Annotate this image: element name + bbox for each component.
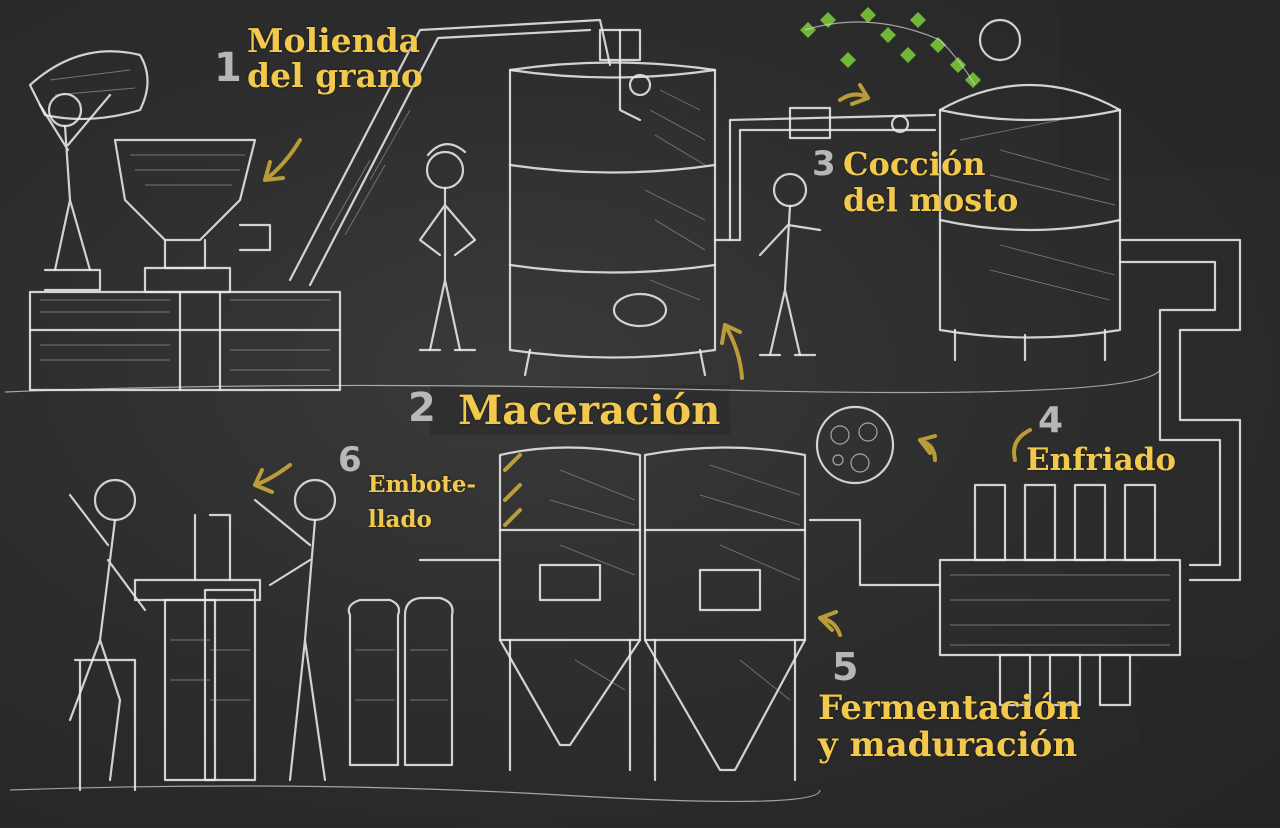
step-number-4: 4 xyxy=(1038,400,1064,441)
person-icon xyxy=(68,478,147,792)
step-title-enfriado: Enfriado xyxy=(1026,444,1176,477)
step-title-line: Fermentación xyxy=(818,688,1081,728)
boil-kettle-icon xyxy=(938,18,1122,362)
step-title-molienda: Molienda del grano xyxy=(247,21,423,95)
person-icon xyxy=(38,92,112,292)
flow-arrows xyxy=(253,83,1032,637)
step-title-line: Embote- xyxy=(368,471,477,498)
step-title-maceracion: Maceración xyxy=(458,390,720,432)
grain-sack-icon xyxy=(28,50,149,121)
fermenter-icon xyxy=(643,446,807,782)
step-title-line: y maduración xyxy=(818,725,1078,766)
step-number-6: 6 xyxy=(338,440,362,480)
person-icon xyxy=(758,172,822,357)
step-title-line: Molienda xyxy=(247,21,421,60)
board-dark-patch xyxy=(430,385,730,435)
step-title-line: Enfriado xyxy=(1026,442,1177,478)
step-title-embotellado: Embote- llado xyxy=(368,468,476,537)
yeast-icon xyxy=(815,405,895,485)
bottle-icon xyxy=(347,596,454,767)
step-title-line: Maceración xyxy=(458,387,721,434)
step-title-coccion: Cocción del mosto xyxy=(843,145,1019,219)
board-dark-patch xyxy=(1140,660,1280,828)
step-number-1: 1 xyxy=(214,45,242,91)
mill-icon xyxy=(28,138,342,392)
floor-lines xyxy=(4,369,1161,803)
step-title-line: del mosto xyxy=(843,180,1019,219)
step-title-line: del grano xyxy=(247,55,423,95)
heat-exchanger-icon xyxy=(808,483,1182,707)
step-title-fermentacion: Fermentación y maduración xyxy=(818,688,1081,766)
step-title-line: Cocción xyxy=(843,145,986,183)
person-icon xyxy=(418,143,477,352)
step-number-5: 5 xyxy=(832,645,859,689)
hops-icon xyxy=(800,7,981,88)
fermenter-icon xyxy=(498,446,642,772)
mash-tun-icon xyxy=(508,28,717,377)
transfer-pipe-icon xyxy=(713,106,937,242)
step-title-line: llado xyxy=(368,505,432,533)
step-number-3: 3 xyxy=(812,144,836,184)
bottling-machine-icon xyxy=(133,513,502,782)
board-dark-patch xyxy=(1060,0,1280,170)
cooling-pipe-icon xyxy=(1118,238,1242,582)
person-icon xyxy=(253,478,337,782)
step-number-2: 2 xyxy=(408,385,436,431)
